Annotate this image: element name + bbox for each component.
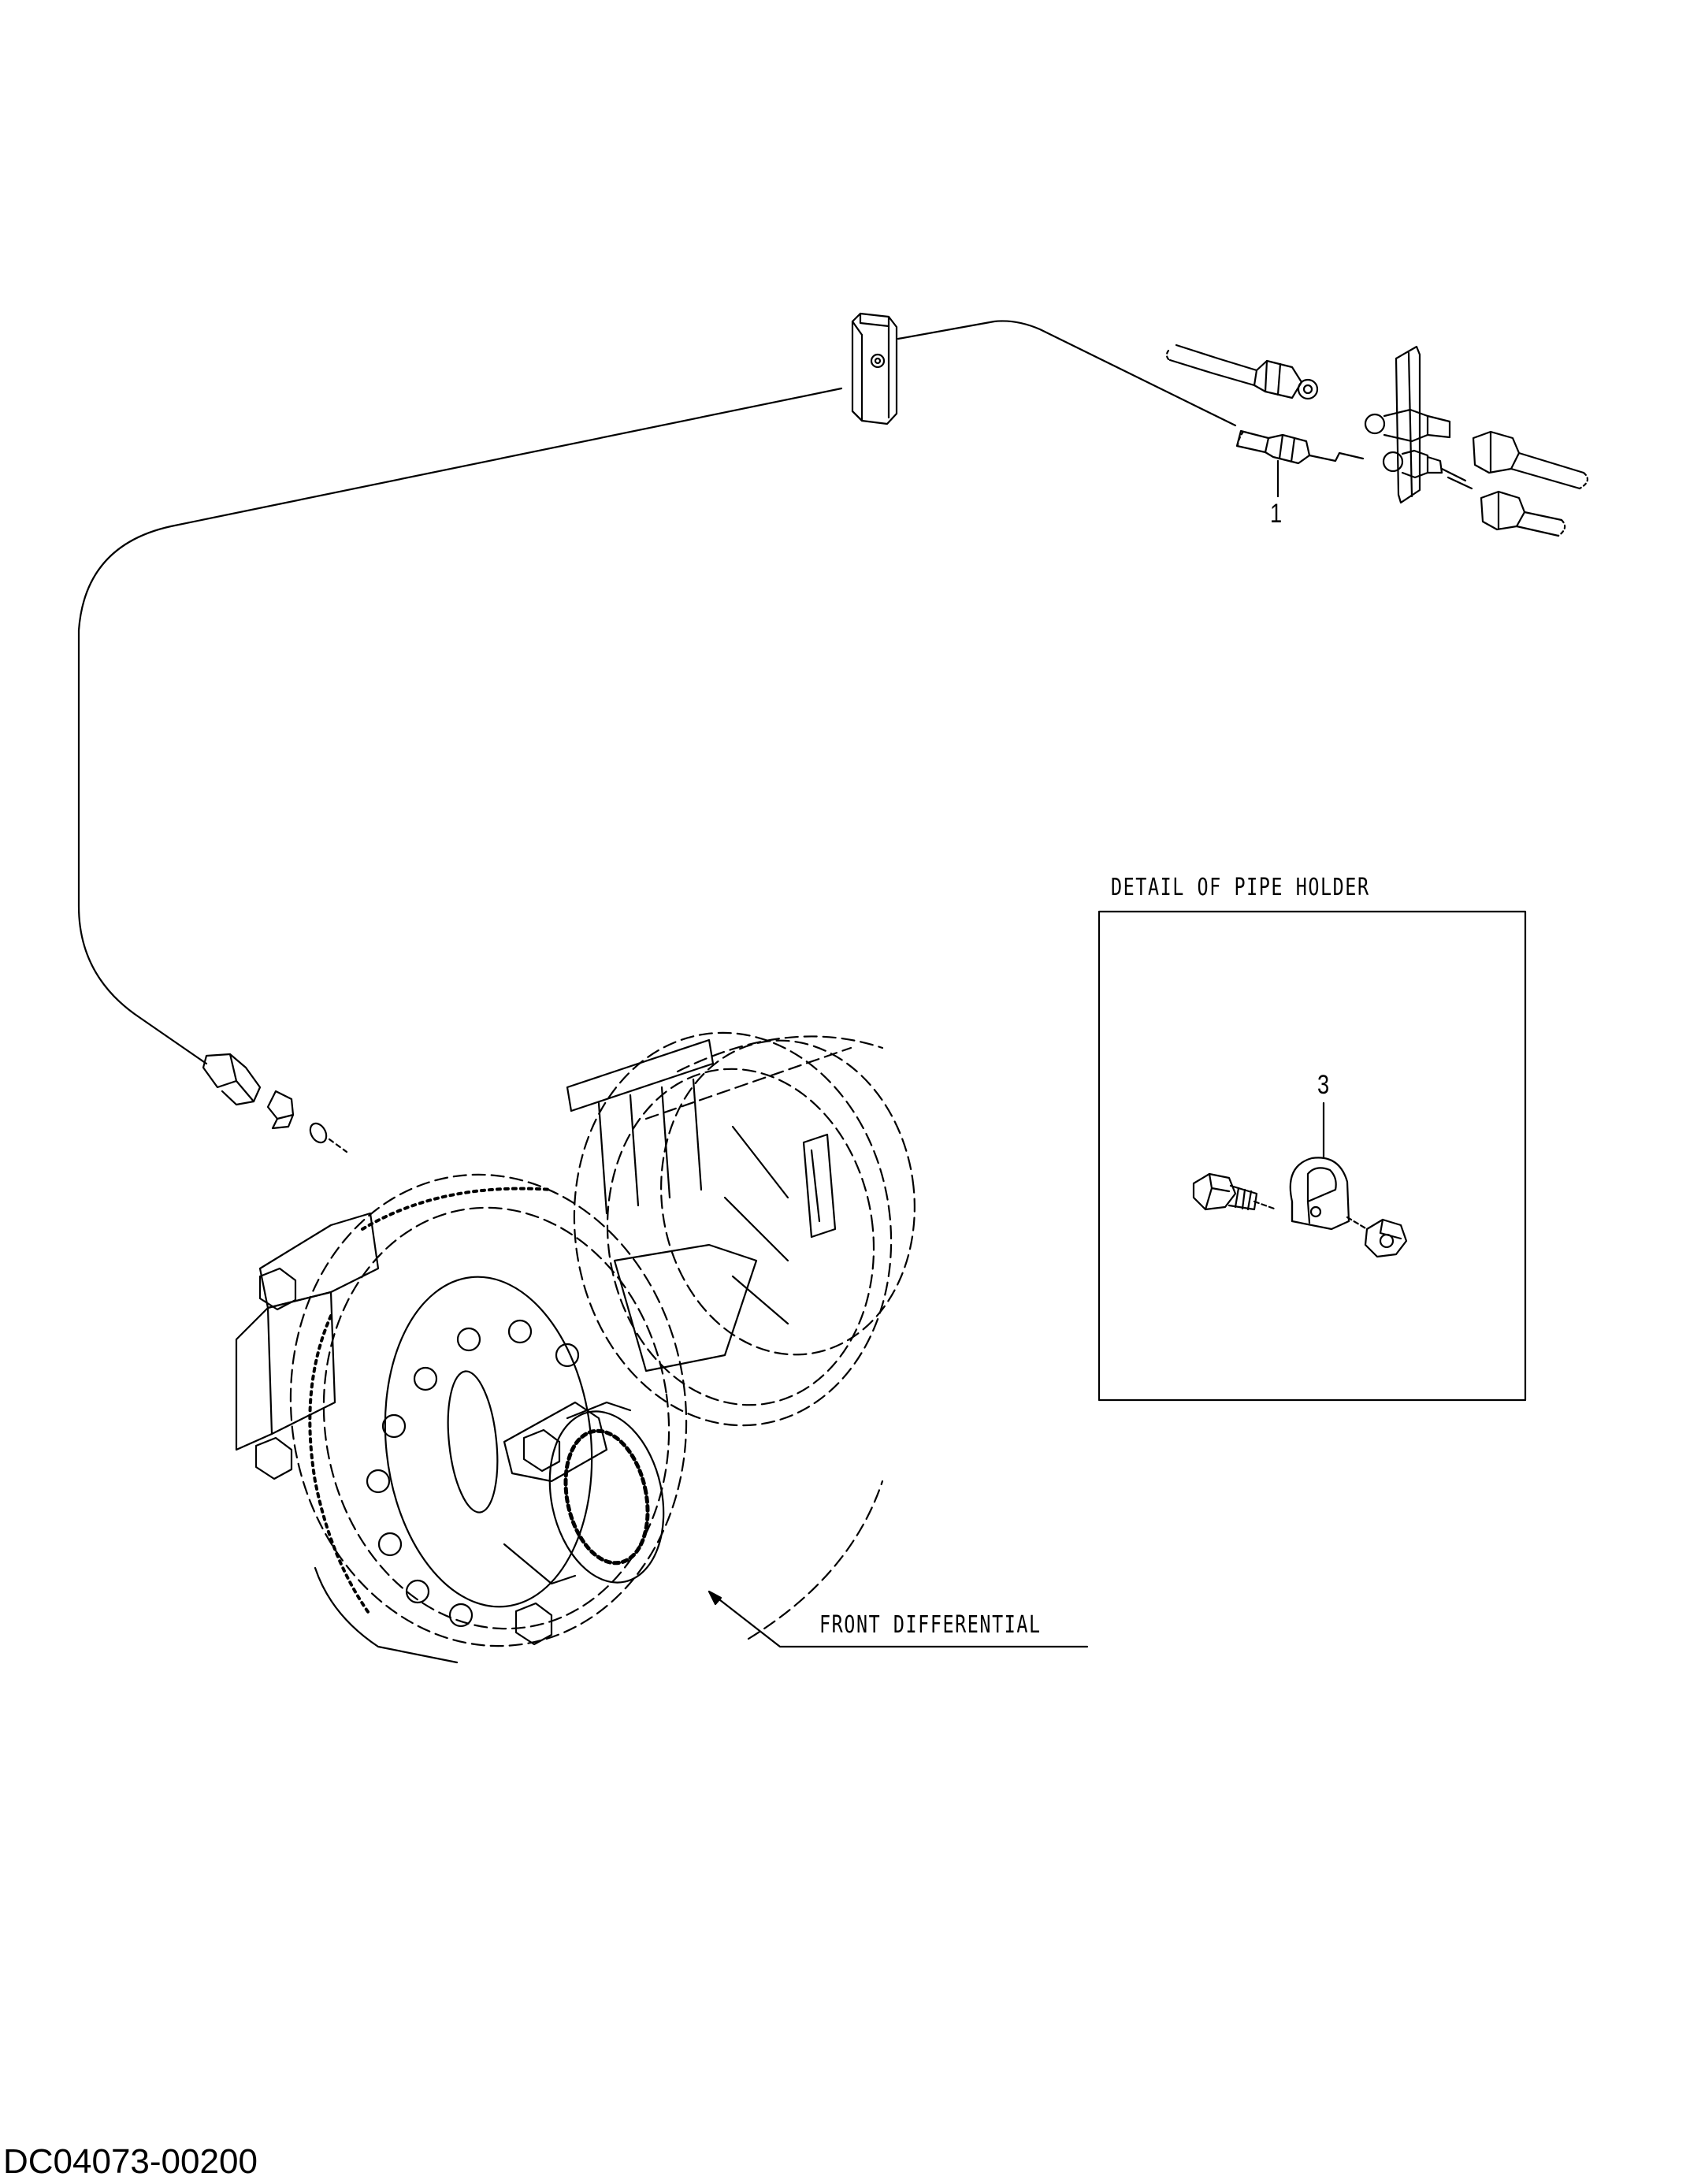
differential-solid-details (235, 1038, 837, 1664)
pipe-line (77, 320, 1237, 1065)
callout-number-1: 1 (1270, 499, 1283, 529)
drawing-number: DC04073-00200 (3, 2142, 258, 2181)
component-label: FRONT DIFFERENTIAL (819, 1611, 1042, 1639)
pipe-holder-detail (1192, 1101, 1408, 1258)
adapter-fitting (202, 1053, 348, 1153)
pipe-fittings-cluster (1165, 344, 1589, 537)
detail-title: DETAIL OF PIPE HOLDER (1111, 874, 1370, 901)
front-differential-leader (708, 1590, 1089, 1648)
detail-box (1097, 910, 1527, 1402)
pipe-clamp-bracket (851, 312, 898, 425)
front-differential (289, 1031, 915, 1647)
callout-number-3: 3 (1317, 1070, 1330, 1100)
